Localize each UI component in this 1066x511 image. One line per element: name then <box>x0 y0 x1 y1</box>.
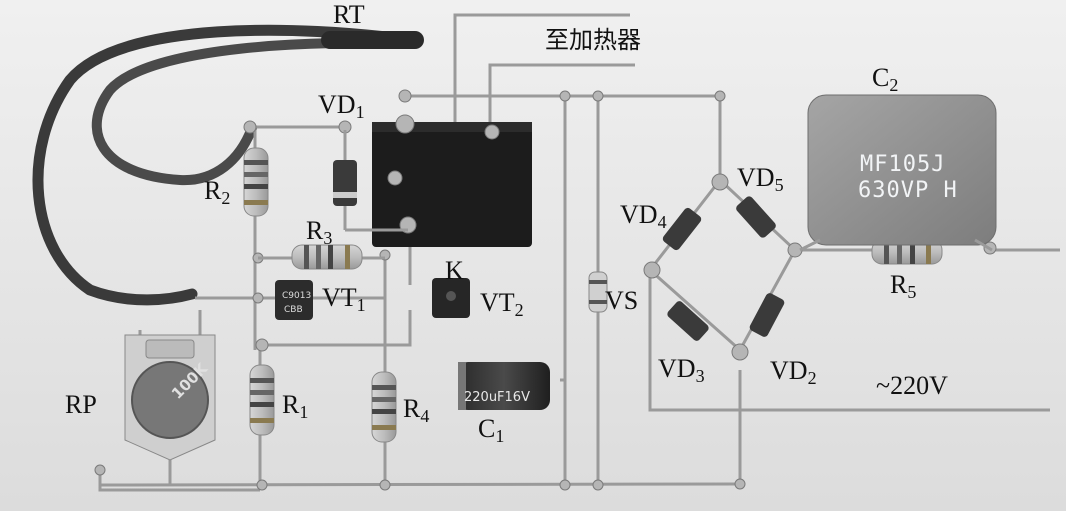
resistor-r3 <box>258 244 385 270</box>
diode-vd4 <box>662 207 702 251</box>
resistor-r1 <box>249 364 275 436</box>
label-vd3: VD3 <box>658 354 705 386</box>
rt-thermistor-cable <box>32 24 424 306</box>
label-heater: 至加热器 <box>545 26 641 54</box>
vs-device <box>588 271 608 313</box>
c2-marking-line1: MF105J <box>860 152 946 177</box>
label-vt1: VT1 <box>322 283 366 315</box>
label-r1: R1 <box>282 390 309 422</box>
label-k: K <box>445 256 464 285</box>
capacitor-c1 <box>458 362 550 410</box>
label-vt2: VT2 <box>480 288 524 320</box>
diode-vd2 <box>749 293 785 337</box>
label-vs: VS <box>605 286 639 315</box>
label-vd5: VD5 <box>737 163 784 195</box>
diode-vd3 <box>667 301 709 341</box>
transistor-vt1: C9013 CBB <box>275 280 313 320</box>
diode-vd1 <box>333 130 408 232</box>
label-c1: C1 <box>478 414 505 446</box>
label-ac-220v: ~220V <box>876 371 948 400</box>
capacitor-c2 <box>799 94 997 252</box>
svg-text:CBB: CBB <box>284 305 303 315</box>
label-rp: RP <box>65 390 97 419</box>
label-c2: C2 <box>872 63 899 95</box>
label-r2: R2 <box>204 176 231 208</box>
c1-marking: 220uF16V <box>464 390 530 405</box>
label-rt: RT <box>333 0 365 29</box>
label-r5: R5 <box>890 270 917 302</box>
relay-k <box>372 114 532 247</box>
resistor-r2 <box>243 147 269 217</box>
solder-joints <box>94 89 997 491</box>
label-r3: R3 <box>306 216 333 248</box>
potentiometer-rp <box>124 334 216 461</box>
resistor-r4 <box>371 371 397 443</box>
transistor-vt2 <box>432 278 470 318</box>
label-vd1: VD1 <box>318 90 365 122</box>
label-vd2: VD2 <box>770 356 817 388</box>
c2-marking-line2: 630VP H <box>858 178 958 203</box>
diode-vd5 <box>736 196 776 238</box>
resistor-r5 <box>871 239 943 265</box>
svg-text:C9013: C9013 <box>282 291 311 301</box>
label-r4: R4 <box>403 394 430 426</box>
label-vd4: VD4 <box>620 200 667 232</box>
